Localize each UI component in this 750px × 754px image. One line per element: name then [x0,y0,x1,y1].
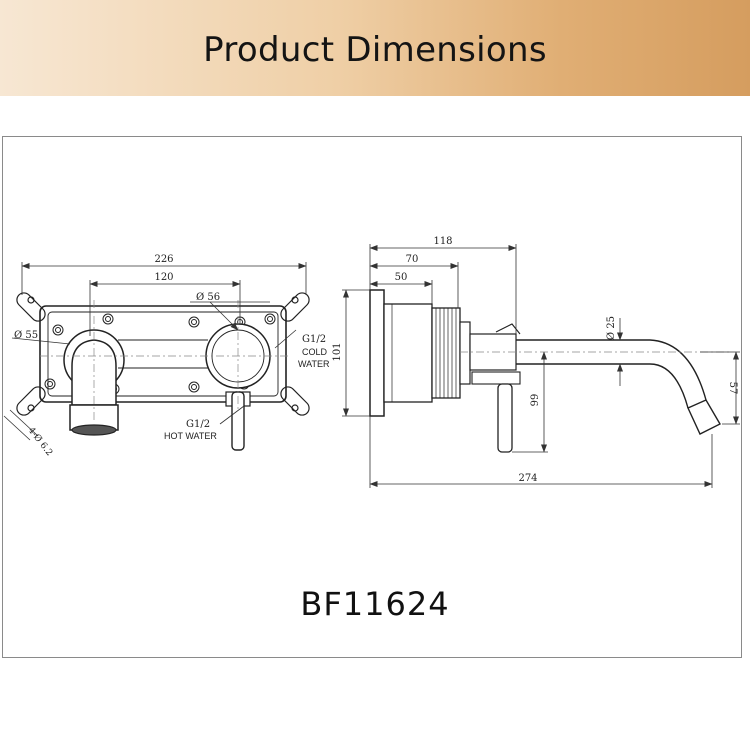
header-banner: Product Dimensions [0,0,750,96]
side-view [369,289,730,453]
dim-hole-size: 4-Ø 6.2 [26,425,55,458]
cold-thread-label: G1/2 [302,334,326,345]
dim-overall-width: 226 [154,254,173,265]
side-view-dimensions [342,244,740,488]
dim-plate-depth: 50 [395,272,408,283]
page-title: Product Dimensions [203,30,547,70]
mounting-lug-top-left [16,292,46,322]
dim-total-depth: 118 [433,236,452,247]
mounting-lug-bottom-right [280,386,310,416]
dim-handle-drop: 99 [530,394,541,407]
mounting-lug-bottom-left [16,386,46,416]
dim-spout-length: 274 [518,473,537,484]
hot-water-label: HOT WATER [164,431,217,441]
dim-spout-diameter: Ø 55 [14,330,38,341]
dim-height: 101 [332,342,343,361]
thread-body [431,307,461,399]
cold-water-label-2: WATER [298,359,330,369]
dim-outlet-height: 57 [727,382,738,395]
cold-water-label-1: COLD [302,347,328,357]
dim-hole-spacing: 120 [154,272,173,283]
dim-outlet-diameter: Ø 56 [196,292,220,303]
dim-spout-diameter-side: Ø 25 [606,316,617,340]
hot-thread-label: G1/2 [186,419,210,430]
wall-plate-side [369,289,433,417]
mounting-lug-top-right [280,292,310,322]
front-view-dimensions [3,262,307,441]
center-lines [40,300,290,420]
product-model: BF11624 [300,585,450,623]
dim-body-depth: 70 [406,254,419,265]
drawing-frame [2,136,742,658]
handle-side [471,371,521,453]
front-view [16,292,310,451]
